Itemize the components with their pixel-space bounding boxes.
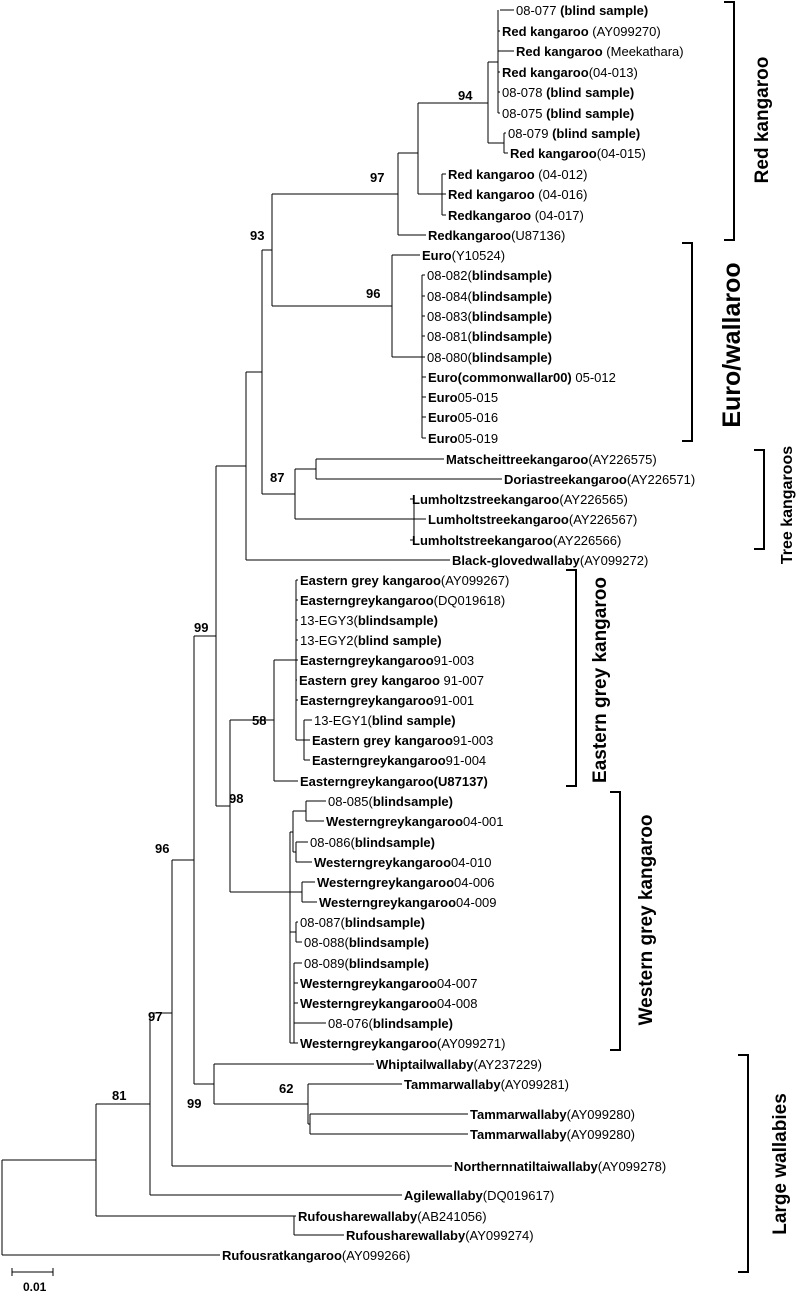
leaf-label: 13-EGY2(blind sample) xyxy=(300,633,442,648)
leaf-label: 08-079 (blind sample) xyxy=(508,126,640,141)
leaf-label: Eastern grey kangaroo 91-007 xyxy=(299,673,484,688)
leaf-label: 08-088(blindsample) xyxy=(304,935,429,950)
leaf-label: Westerngreykangaroo04-008 xyxy=(300,996,478,1011)
leaf-label: Tammarwallaby(AY099280) xyxy=(470,1127,635,1142)
bootstrap-value: 99 xyxy=(187,1096,201,1111)
leaf-label: 08-075 (blind sample) xyxy=(502,106,634,121)
leaf-label: Matscheittreekangaroo(AY226575) xyxy=(446,452,657,467)
leaf-label: 08-083(blindsample) xyxy=(427,309,552,324)
bootstrap-value: 96 xyxy=(366,286,380,301)
leaf-label: Eastern grey kangaroo91-003 xyxy=(312,733,493,748)
leaf-label: Whiptailwallaby(AY237229) xyxy=(376,1057,542,1072)
leaf-label: Euro(Y10524) xyxy=(422,248,505,263)
bootstrap-value: 97 xyxy=(148,1009,162,1024)
leaf-label: 13-EGY3(blindsample) xyxy=(300,613,438,628)
leaf-label: Redkangaroo (04-017) xyxy=(448,208,584,223)
leaf-label: Redkangaroo(U87136) xyxy=(428,228,565,243)
bootstrap-value: 97 xyxy=(370,170,384,185)
bootstrap-value: 96 xyxy=(155,841,169,856)
leaf-label: Westerngreykangaroo04-006 xyxy=(317,875,495,890)
bracket-red-kangaroo xyxy=(724,1,735,241)
leaf-label: Euro(commonwallar00) 05-012 xyxy=(428,370,616,385)
leaf-label: 08-089(blindsample) xyxy=(304,956,429,971)
clade-label-euro-wallaroo: Euro/wallaroo xyxy=(718,262,746,427)
leaf-label: Rufousharewallaby(AB241056) xyxy=(298,1209,487,1224)
bracket-tree-kangaroos xyxy=(754,449,765,550)
leaf-label: Easterngreykangaroo(U87137) xyxy=(300,774,488,789)
bootstrap-value: 81 xyxy=(112,1088,126,1103)
bootstrap-value: 58 xyxy=(252,713,266,728)
bracket-euro-wallaroo xyxy=(682,242,693,442)
leaf-label: 08-078 (blind sample) xyxy=(502,85,634,100)
bootstrap-value: 98 xyxy=(229,791,243,806)
clade-label-large-wallabies: Large wallabies xyxy=(770,1093,791,1235)
leaf-label: Westerngreykangaroo(AY099271) xyxy=(300,1036,505,1051)
leaf-label: Rufousharewallaby(AY099274) xyxy=(346,1228,534,1243)
leaf-label: Easterngreykangaroo91-003 xyxy=(300,653,474,668)
bootstrap-labels: 94 97 93 96 87 99 58 98 96 97 81 99 62 xyxy=(112,88,473,1111)
leaf-label: Tammarwallaby(AY099281) xyxy=(404,1077,569,1092)
leaf-label: Red kangaroo (04-016) xyxy=(448,187,587,202)
bootstrap-value: 62 xyxy=(279,1081,293,1096)
leaf-label: Westerngreykangaroo04-001 xyxy=(326,814,504,829)
bracket-eastern-grey xyxy=(566,569,577,787)
leaf-label: Westerngreykangaroo04-010 xyxy=(314,855,492,870)
clade-label-tree-kangaroos: Tree kangaroos xyxy=(779,446,796,564)
leaf-label: Lumholtzstreekangaroo(AY226565) xyxy=(412,492,628,507)
leaf-label: 08-081(blindsample) xyxy=(427,329,552,344)
leaf-label: Agilewallaby(DQ019617) xyxy=(404,1188,554,1203)
clade-labels: Red kangaroo Euro/wallaroo Tree kangaroo… xyxy=(590,57,796,1235)
leaf-label: 08-087(blindsample) xyxy=(300,915,425,930)
leaf-label: Euro05-016 xyxy=(428,410,498,425)
tree-branches xyxy=(1,9,514,1256)
bracket-large-wallabies xyxy=(738,1054,749,1273)
scale-bar: 0.01 xyxy=(11,1268,54,1294)
bootstrap-value: 99 xyxy=(194,620,208,635)
leaf-label: Red kangaroo (AY099270) xyxy=(502,24,661,39)
leaf-label: Red kangaroo(04-013) xyxy=(502,65,638,80)
leaf-label: 08-077 (blind sample) xyxy=(516,3,648,18)
leaf-label: Easterngreykangaroo91-004 xyxy=(312,753,486,768)
leaf-label: Westerngreykangaroo04-009 xyxy=(319,895,497,910)
leaf-label: 13-EGY1(blind sample) xyxy=(314,713,456,728)
leaf-label: 08-076(blindsample) xyxy=(328,1016,453,1031)
clade-label-red-kangaroo: Red kangaroo xyxy=(752,57,773,184)
bracket-western-grey xyxy=(610,791,621,1051)
leaf-label: 08-084(blindsample) xyxy=(427,289,552,304)
leaf-label: Easterngreykangaroo91-001 xyxy=(300,693,474,708)
leaf-label: Black-glovedwallaby(AY099272) xyxy=(452,553,648,568)
leaf-labels: 08-077 (blind sample) Red kangaroo (AY099… xyxy=(222,3,695,1263)
leaf-label: Eastern grey kangaroo(AY099267) xyxy=(300,573,509,588)
leaf-label: 08-080(blindsample) xyxy=(427,350,552,365)
leaf-label: Lumholtstreekangaroo(AY226567) xyxy=(428,512,637,527)
leaf-label: Red kangaroo(04-015) xyxy=(510,146,646,161)
bootstrap-value: 94 xyxy=(458,88,473,103)
leaf-label: Doriastreekangaroo(AY226571) xyxy=(504,472,695,487)
leaf-label: Lumholtstreekangaroo(AY226566) xyxy=(412,533,621,548)
leaf-label: Euro05-015 xyxy=(428,390,498,405)
leaf-label: 08-085(blindsample) xyxy=(328,794,453,809)
clade-brackets xyxy=(566,1,765,1273)
clade-label-eastern-grey: Eastern grey kangaroo xyxy=(590,577,611,783)
clade-label-western-grey: Western grey kangaroo xyxy=(636,815,657,1026)
leaf-label: Easterngreykangaroo(DQ019618) xyxy=(300,593,505,608)
bootstrap-value: 87 xyxy=(270,470,284,485)
scale-bar-label: 0.01 xyxy=(23,1280,47,1294)
leaf-label: 08-082(blindsample) xyxy=(427,268,552,283)
leaf-label: Westerngreykangaroo04-007 xyxy=(300,976,478,991)
leaf-label: Rufousratkangaroo(AY099266) xyxy=(222,1248,410,1263)
leaf-label: 08-086(blindsample) xyxy=(310,835,435,850)
leaf-label: Northernnatiltaiwallaby(AY099278) xyxy=(454,1159,666,1174)
leaf-label: Red kangaroo (Meekathara) xyxy=(516,44,684,59)
leaf-label: Red kangaroo (04-012) xyxy=(448,167,587,182)
leaf-label: Euro05-019 xyxy=(428,431,498,446)
leaf-label: Tammarwallaby(AY099280) xyxy=(470,1107,635,1122)
bootstrap-value: 93 xyxy=(250,228,264,243)
